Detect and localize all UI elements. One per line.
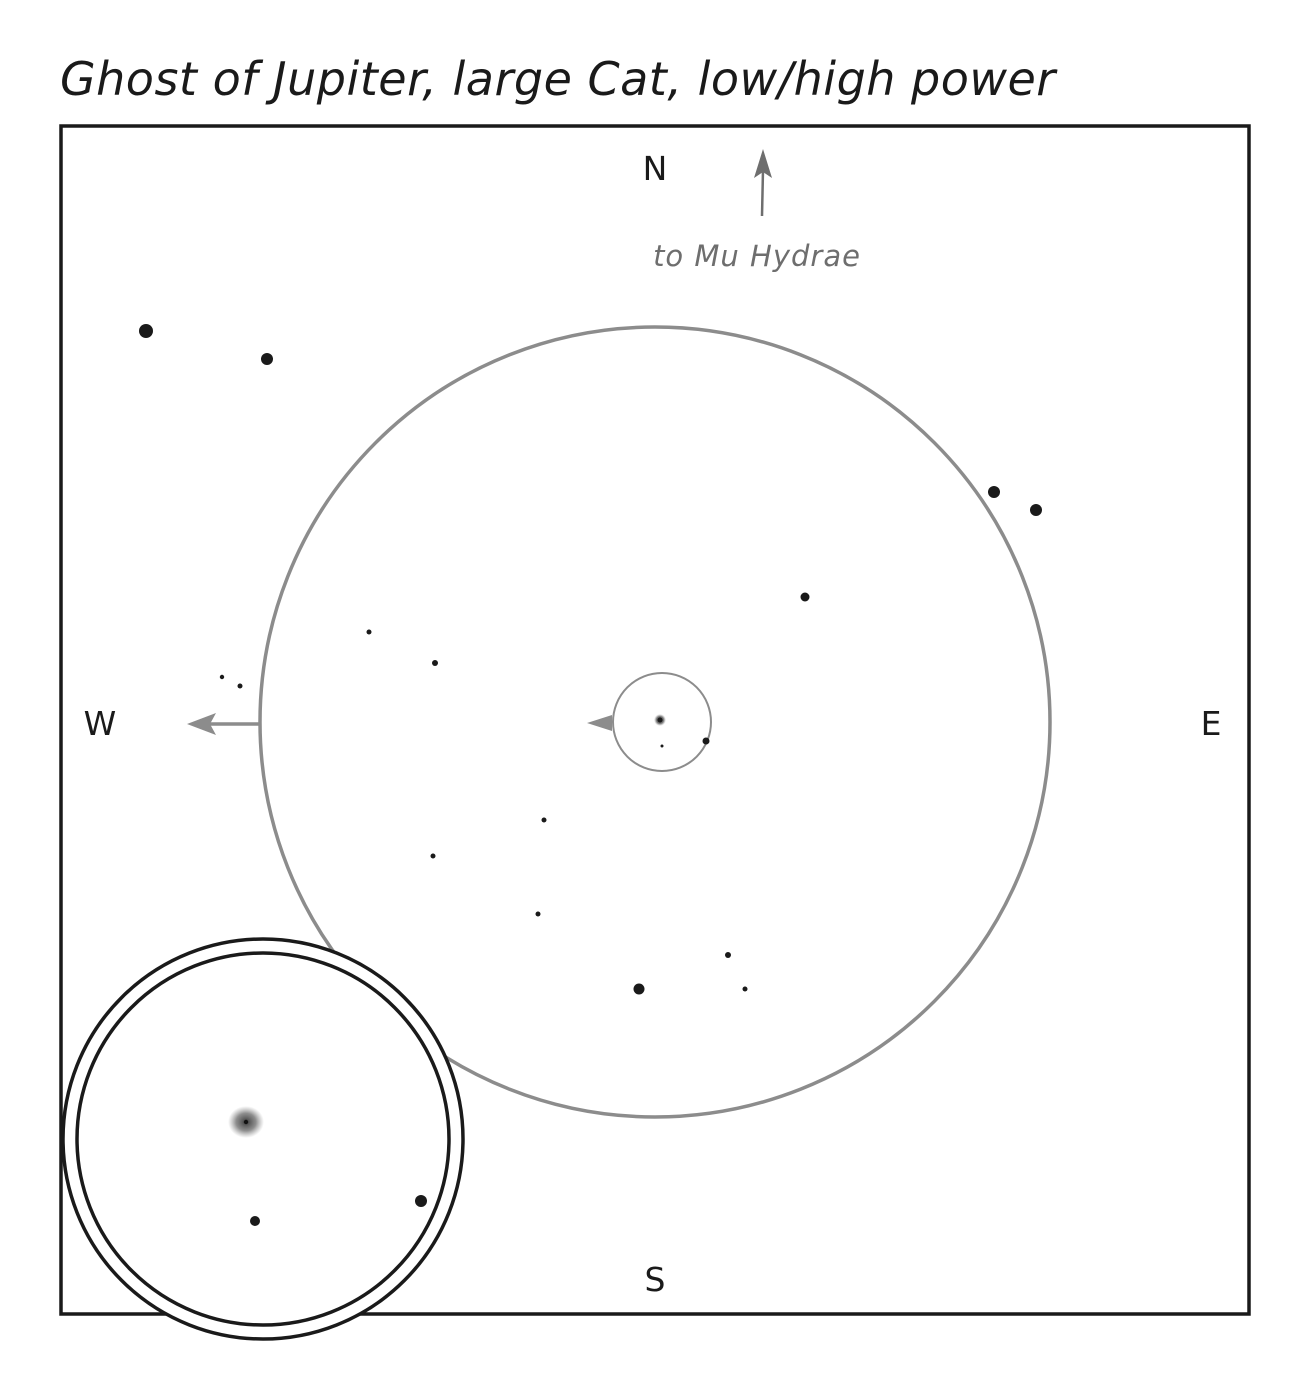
chart-frame (59, 124, 1251, 1316)
west-arrow-icon (187, 713, 216, 735)
compass-west-label: W (84, 704, 117, 743)
central-star (243, 1119, 249, 1125)
compass-north-label: N (643, 149, 668, 188)
star (800, 592, 810, 602)
target-circle (612, 672, 712, 772)
star (633, 983, 645, 995)
north-pointer-line (760, 169, 765, 217)
inset-inner-ring (75, 951, 451, 1327)
pointer-note: to Mu Hydrae (653, 239, 861, 273)
star (660, 744, 664, 748)
target-arrow-icon (587, 715, 612, 731)
star (657, 717, 663, 723)
star (535, 911, 541, 917)
star (430, 853, 436, 859)
low-power-field-circle (258, 325, 1052, 1119)
field-stars (139, 324, 1042, 995)
star (742, 986, 748, 992)
high-power-inset (61, 937, 465, 1341)
star (702, 737, 710, 745)
star (219, 674, 225, 680)
compass-east-label: E (1201, 704, 1222, 743)
star (415, 1195, 427, 1207)
star (250, 1216, 260, 1226)
star (988, 486, 1000, 498)
star (432, 660, 438, 666)
star (541, 817, 547, 823)
star (366, 629, 372, 635)
star (1030, 504, 1042, 516)
north-pointer-arrow-icon (754, 149, 772, 178)
star (261, 353, 273, 365)
star (237, 683, 243, 689)
page-title: Ghost of Jupiter, large Cat, low/high po… (60, 52, 1056, 106)
star (725, 952, 731, 958)
star (139, 324, 153, 338)
compass-south-label: S (645, 1260, 666, 1299)
